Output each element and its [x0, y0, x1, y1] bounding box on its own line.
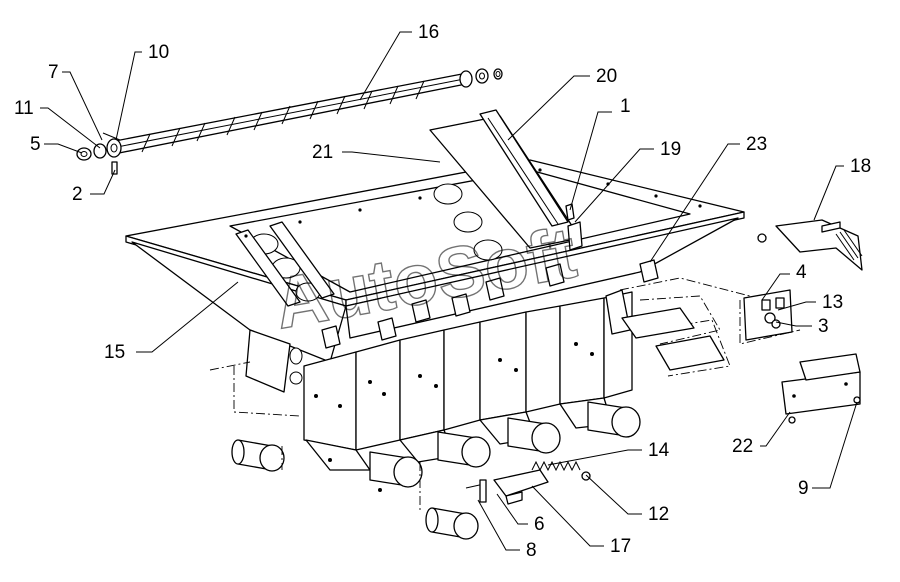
callout-leader-19	[574, 148, 654, 223]
callout-leader-2	[90, 169, 116, 195]
shaft-assembly	[76, 68, 503, 175]
callout-number-19: 19	[660, 139, 681, 160]
side-parts	[565, 203, 863, 424]
callout-number-20: 20	[596, 66, 617, 87]
callout-leader-12	[585, 474, 642, 515]
callout-leader-9	[812, 401, 858, 489]
callout-leader-14	[547, 449, 642, 466]
callout-leader-6	[496, 493, 528, 525]
callout-leader-21	[342, 151, 441, 163]
callout-leader-23	[649, 143, 740, 263]
callout-leader-7	[62, 71, 103, 141]
callout-number-2: 2	[72, 184, 83, 205]
callout-number-15: 15	[104, 342, 125, 363]
callout-leader-4	[761, 273, 790, 301]
callout-leader-3	[775, 321, 812, 327]
callout-leader-1	[569, 111, 612, 211]
callout-leader-5	[44, 143, 83, 154]
callout-number-13: 13	[822, 292, 843, 313]
callout-number-18: 18	[850, 156, 871, 177]
callout-leader-22	[760, 411, 791, 447]
callout-leader-15	[136, 281, 239, 353]
callout-number-23: 23	[746, 134, 767, 155]
callout-number-14: 14	[648, 440, 670, 461]
callout-number-7: 7	[48, 62, 59, 83]
callout-number-11: 11	[14, 98, 34, 119]
callout-number-6: 6	[534, 514, 545, 535]
callout-number-3: 3	[818, 316, 829, 337]
callout-number-22: 22	[732, 436, 753, 457]
callout-number-21: 21	[312, 142, 333, 163]
callout-leader-17	[531, 485, 604, 547]
callout-number-10: 10	[148, 42, 169, 63]
callout-number-5: 5	[30, 134, 41, 155]
callout-leader-11	[40, 107, 101, 149]
callout-number-4: 4	[796, 262, 807, 283]
callout-leader-20	[507, 75, 590, 141]
callout-leader-10	[115, 51, 142, 141]
spring-pin-assembly	[465, 460, 591, 505]
callout-number-17: 17	[610, 536, 631, 557]
callout-leader-8	[477, 499, 520, 551]
callout-leader-13	[777, 301, 816, 311]
callout-number-1: 1	[620, 96, 631, 117]
callout-leader-16	[359, 31, 412, 101]
callout-number-9: 9	[798, 478, 809, 499]
callout-number-12: 12	[648, 504, 669, 525]
hopper-body	[125, 109, 745, 393]
callout-number-16: 16	[418, 22, 439, 43]
callout-number-8: 8	[526, 540, 537, 561]
outlet-housings	[231, 168, 702, 540]
callout-leader-18	[813, 165, 844, 221]
